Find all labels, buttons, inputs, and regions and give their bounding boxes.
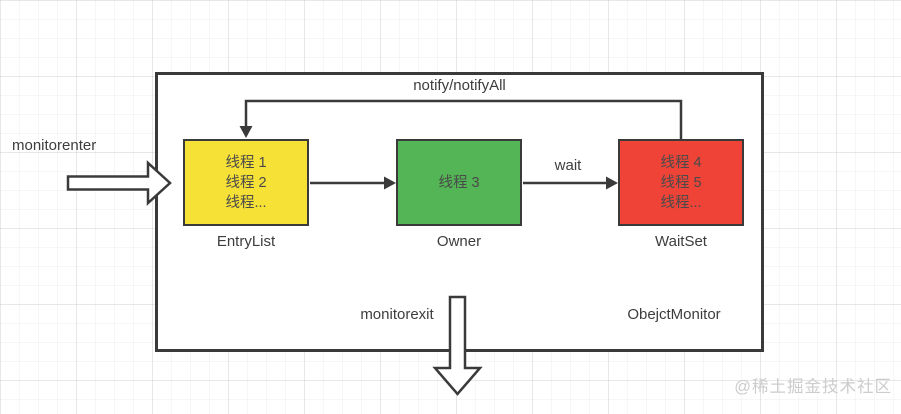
thread-label: 线程 1 [225,154,267,171]
monitorexit-arrow [432,295,483,396]
thread-label: 线程... [660,194,702,211]
entrylist-title: EntryList [216,233,276,250]
entrylist-node: 线程 1 线程 2 线程... [183,139,309,226]
thread-label: 线程 2 [225,174,267,191]
waitset-title: WaitSet [655,233,707,250]
owner-node: 线程 3 [396,139,522,226]
owner-to-waitset-arrow [523,176,618,190]
thread-label: 线程 4 [660,154,702,171]
thread-label: 线程 3 [438,174,480,191]
waitset-node: 线程 4 线程 5 线程... [618,139,744,226]
notify-label: notify/notifyAll [413,77,506,94]
monitorenter-label: monitorenter [12,137,97,154]
owner-title: Owner [436,233,482,250]
object-monitor-label: ObejctMonitor [627,306,721,323]
notify-arrow [239,99,683,140]
wait-label: wait [554,157,582,174]
thread-label: 线程... [225,194,267,211]
thread-label: 线程 5 [660,174,702,191]
monitorenter-arrow [66,160,172,206]
watermark: @稀土掘金技术社区 [734,378,892,396]
monitorexit-label: monitorexit [360,306,434,323]
entrylist-to-owner-arrow [310,176,396,190]
